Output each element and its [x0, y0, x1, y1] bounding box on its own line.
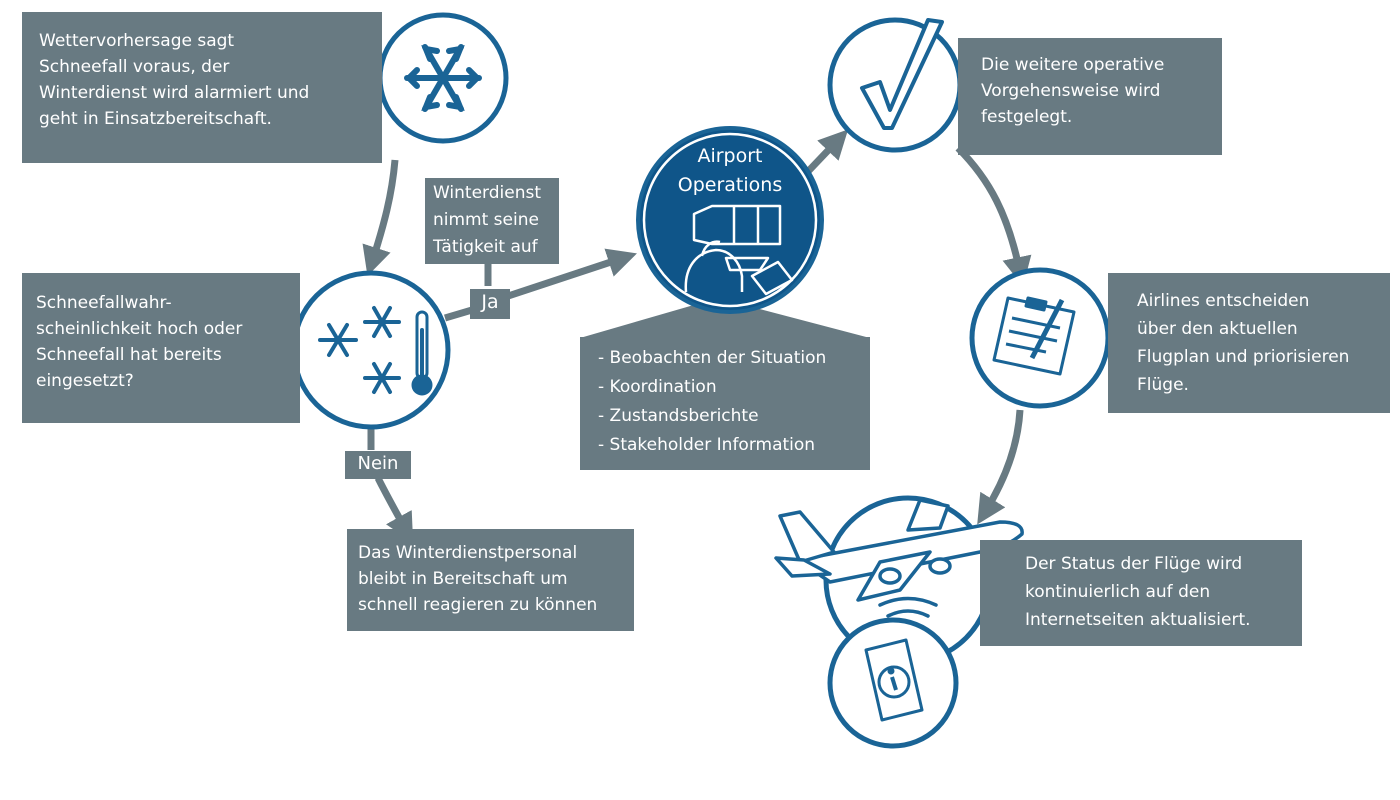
- operations-task-4: Stakeholder Information: [598, 431, 864, 460]
- phone-circle: [827, 617, 959, 749]
- operations-task-1: Beobachten der Situation: [598, 344, 864, 373]
- airlines-line-2: über den aktuellen: [1137, 319, 1298, 339]
- line-decision-to-yes: [444, 306, 473, 322]
- no-label: Nein: [345, 451, 411, 479]
- procedure-box: Die weitere operative Vorgehensweise wir…: [958, 38, 1222, 155]
- operations-title: Airport Operations: [640, 142, 820, 200]
- operations-title-line-2: Operations: [677, 174, 783, 196]
- clipboard-icon: [992, 296, 1076, 376]
- procedure-line-1: Die weitere operative: [981, 55, 1165, 75]
- arrow-procedure-to-airlines: [955, 145, 1032, 287]
- standby-line-1: Das Winterdienstpersonal: [358, 543, 578, 563]
- arrow-yes-to-operations: [506, 248, 637, 300]
- status-line-3: Internetseiten aktualisiert.: [1025, 610, 1251, 630]
- procedure-line-3: festgelegt.: [981, 107, 1073, 127]
- arrow-forecast-to-decision: [362, 159, 399, 276]
- airlines-box: Airlines entscheiden über den aktuellen …: [1108, 273, 1390, 413]
- active-box: Winterdienst nimmt seine Tätigkeit auf: [425, 178, 559, 264]
- active-line-3: Tätigkeit auf: [433, 237, 538, 257]
- forecast-circle: [377, 12, 509, 144]
- arrow-airlines-to-status: [977, 409, 1024, 525]
- operations-task-3: Zustandsberichte: [598, 402, 864, 431]
- standby-box: Das Winterdienstpersonal bleibt in Berei…: [347, 529, 634, 631]
- arrow-no-to-standby: [374, 476, 414, 543]
- airlines-line-4: Flüge.: [1137, 375, 1189, 395]
- smartphone-info-icon: [864, 638, 924, 722]
- status-line-2: kontinuierlich auf den: [1025, 582, 1211, 602]
- operations-title-line-1: Airport: [697, 145, 763, 167]
- status-line-1: Der Status der Flüge wird: [1025, 554, 1243, 574]
- forecast-line-1: Wettervorhersage sagt: [39, 31, 235, 51]
- airlines-circle: [969, 267, 1111, 409]
- forecast-line-3: Winterdienst wird alarmiert und: [39, 83, 310, 103]
- operations-circle: [636, 126, 824, 314]
- forecast-box: Wettervorhersage sagt Schneefall voraus,…: [22, 12, 382, 163]
- operations-task-2: Koordination: [598, 373, 864, 402]
- decision-box: Schneefallwahr- scheinlichkeit hoch oder…: [22, 273, 300, 423]
- decision-circle: [291, 270, 451, 430]
- checkmark-icon: [860, 18, 944, 130]
- decision-line-3: Schneefall hat bereits: [36, 345, 222, 365]
- snowflake-icon: [404, 44, 482, 112]
- active-line-1: Winterdienst: [433, 183, 542, 203]
- airlines-line-1: Airlines entscheiden: [1137, 291, 1310, 311]
- airlines-line-3: Flugplan und priorisieren: [1137, 347, 1350, 367]
- operations-tasks-box: Beobachten der Situation Koordination Zu…: [580, 337, 870, 470]
- forecast-line-2: Schneefall voraus, der: [39, 57, 230, 77]
- forecast-line-4: geht in Einsatzbereitschaft.: [39, 109, 272, 129]
- airplane-icon: [774, 498, 1024, 602]
- yes-label: Ja: [470, 289, 510, 319]
- decision-line-4: eingesetzt?: [36, 371, 134, 391]
- control-room-icon: [684, 204, 794, 296]
- standby-line-3: schnell reagieren zu können: [358, 595, 598, 615]
- procedure-circle: [827, 17, 963, 153]
- operations-pointer: [580, 298, 870, 338]
- standby-line-2: bleibt in Bereitschaft um: [358, 569, 568, 589]
- status-box: Der Status der Flüge wird kontinuierlich…: [980, 540, 1302, 646]
- decision-line-1: Schneefallwahr-: [36, 293, 172, 313]
- active-line-2: nimmt seine: [433, 210, 539, 230]
- snowflakes-thermometer-icon: [318, 306, 433, 396]
- decision-line-2: scheinlichkeit hoch oder: [36, 319, 243, 339]
- operations-task-list: Beobachten der Situation Koordination Zu…: [598, 344, 864, 460]
- procedure-line-2: Vorgehensweise wird: [981, 81, 1161, 101]
